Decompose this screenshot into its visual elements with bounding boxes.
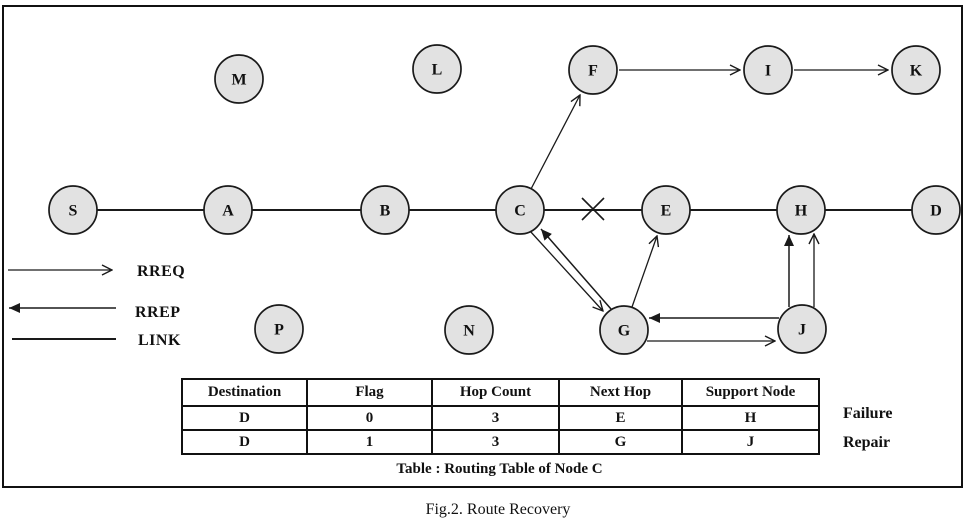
node-circle-A	[203, 185, 253, 235]
node-label-F: F	[588, 63, 598, 80]
node-circle-P	[254, 304, 304, 354]
node-L: L	[412, 44, 462, 94]
table-cell: H	[681, 405, 820, 431]
table-cell: D	[181, 405, 308, 431]
node-circle-K	[891, 45, 941, 95]
broken-link-x-icon	[581, 197, 605, 221]
table-header-hop-count: Hop Count	[431, 378, 560, 407]
table-cell: 3	[431, 429, 560, 455]
node-label-S: S	[69, 203, 78, 220]
table-row-repair: D 1 3 G J	[181, 429, 820, 455]
node-C: C	[495, 185, 545, 235]
legend-label-rrep: RREP	[135, 304, 181, 321]
node-label-L: L	[432, 62, 443, 79]
node-label-B: B	[380, 203, 391, 220]
table-cell: E	[558, 405, 683, 431]
node-F: F	[568, 45, 618, 95]
node-label-A: A	[222, 203, 234, 220]
figure-caption: Fig.2. Route Recovery	[425, 501, 571, 518]
edges-layer	[8, 70, 912, 341]
node-D: D	[911, 185, 961, 235]
table-cell: 1	[306, 429, 433, 455]
table-cell: D	[181, 429, 308, 455]
table-header-row: Destination Flag Hop Count Next Hop Supp…	[181, 378, 820, 407]
node-label-N: N	[463, 323, 475, 340]
table-row-failure: D 0 3 E H	[181, 405, 820, 431]
node-circle-L	[412, 44, 462, 94]
node-N: N	[444, 305, 494, 355]
node-circle-S	[48, 185, 98, 235]
node-label-C: C	[514, 203, 526, 220]
node-M: M	[214, 54, 264, 104]
routing-table: Destination Flag Hop Count Next Hop Supp…	[181, 378, 820, 455]
node-circle-G	[599, 305, 649, 355]
node-label-H: H	[795, 203, 808, 220]
annotation-failure: Failure	[843, 405, 893, 422]
table-cell: J	[681, 429, 820, 455]
node-J: J	[777, 304, 827, 354]
node-H: H	[776, 185, 826, 235]
table-cell: 3	[431, 405, 560, 431]
node-label-D: D	[930, 203, 942, 220]
legend-label-rreq: RREQ	[137, 263, 186, 280]
rrep-G-C	[540, 228, 612, 310]
node-I: I	[743, 45, 793, 95]
node-G: G	[599, 305, 649, 355]
node-K: K	[891, 45, 941, 95]
node-label-I: I	[765, 63, 771, 80]
table-header-next-hop: Next Hop	[558, 378, 683, 407]
table-header-support-node: Support Node	[681, 378, 820, 407]
node-E: E	[641, 185, 691, 235]
annotation-repair: Repair	[843, 434, 891, 451]
figure-frame	[2, 5, 963, 488]
node-label-K: K	[910, 63, 923, 80]
rreq-C-F	[530, 95, 580, 190]
node-circle-D	[911, 185, 961, 235]
node-label-J: J	[798, 322, 806, 339]
node-P: P	[254, 304, 304, 354]
node-B: B	[360, 185, 410, 235]
node-circle-I	[743, 45, 793, 95]
table-header-destination: Destination	[181, 378, 308, 407]
table-cell: G	[558, 429, 683, 455]
rreq-C-G	[529, 230, 603, 311]
node-label-M: M	[231, 72, 246, 89]
table-cell: 0	[306, 405, 433, 431]
table-caption: Table : Routing Table of Node C	[396, 461, 603, 477]
node-circle-F	[568, 45, 618, 95]
node-circle-N	[444, 305, 494, 355]
table-header-flag: Flag	[306, 378, 433, 407]
node-circle-E	[641, 185, 691, 235]
node-circle-J	[777, 304, 827, 354]
node-label-P: P	[274, 322, 284, 339]
node-circle-H	[776, 185, 826, 235]
node-circle-C	[495, 185, 545, 235]
legend-label-link: LINK	[138, 332, 181, 349]
node-S: S	[48, 185, 98, 235]
node-A: A	[203, 185, 253, 235]
node-label-G: G	[618, 323, 631, 340]
node-circle-M	[214, 54, 264, 104]
node-circle-B	[360, 185, 410, 235]
nodes-layer: S A B C E H D M L F I K P N G J	[48, 44, 961, 355]
broken-link-x-stroke	[581, 197, 605, 221]
rreq-G-E	[631, 236, 657, 308]
node-label-E: E	[661, 203, 672, 220]
